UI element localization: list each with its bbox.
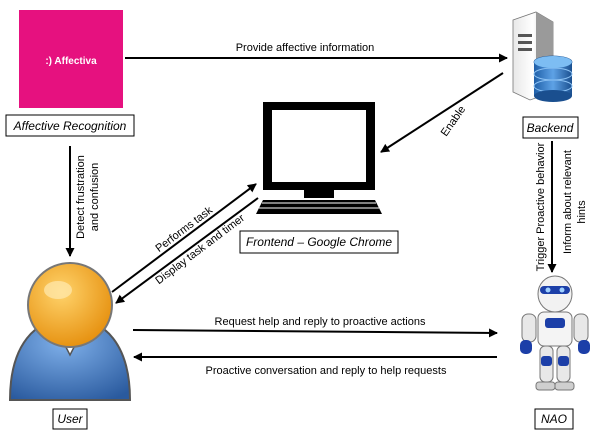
backend-label-box: Backend <box>522 116 579 139</box>
display-task-arrow <box>115 197 259 304</box>
enable-label: Enable <box>439 104 468 139</box>
request-help-label: Request help and reply to proactive acti… <box>215 316 426 328</box>
server-database-icon <box>512 11 573 102</box>
computer-monitor-icon <box>256 102 382 214</box>
performs-task-arrow <box>111 183 257 293</box>
user-label-box: User <box>52 408 88 430</box>
frontend-label-box: Frontend – Google Chrome <box>239 230 399 254</box>
affectiva-logo-text: :) Affectiva <box>45 56 97 67</box>
request-help-arrow <box>132 328 498 338</box>
affective-recognition-label-box: Affective Recognition <box>5 114 135 137</box>
proactive-conv-label: Proactive conversation and reply to help… <box>206 365 447 377</box>
provide-info-label: Provide affective information <box>236 42 375 54</box>
nao-robot-icon <box>520 275 590 391</box>
inform-label-line1: Inform about relevant <box>562 150 574 254</box>
detect-label-line2: and confusion <box>89 163 101 232</box>
trigger-label: Trigger Proactive behavior <box>535 142 547 271</box>
detect-label-line1: Detect frustration <box>75 155 87 239</box>
frontend-label: Frontend – Google Chrome <box>246 235 392 249</box>
nao-label-box: NAO <box>534 408 574 430</box>
nao-label: NAO <box>541 412 567 426</box>
enable-arrow <box>380 72 504 153</box>
user-label: User <box>57 412 83 426</box>
affective-recognition-label: Affective Recognition <box>13 119 127 133</box>
backend-label: Backend <box>527 121 574 135</box>
affectiva-logo-icon: :) Affectiva <box>19 10 123 108</box>
inform-label-line2: hints <box>576 200 588 224</box>
user-avatar-icon <box>8 262 132 401</box>
